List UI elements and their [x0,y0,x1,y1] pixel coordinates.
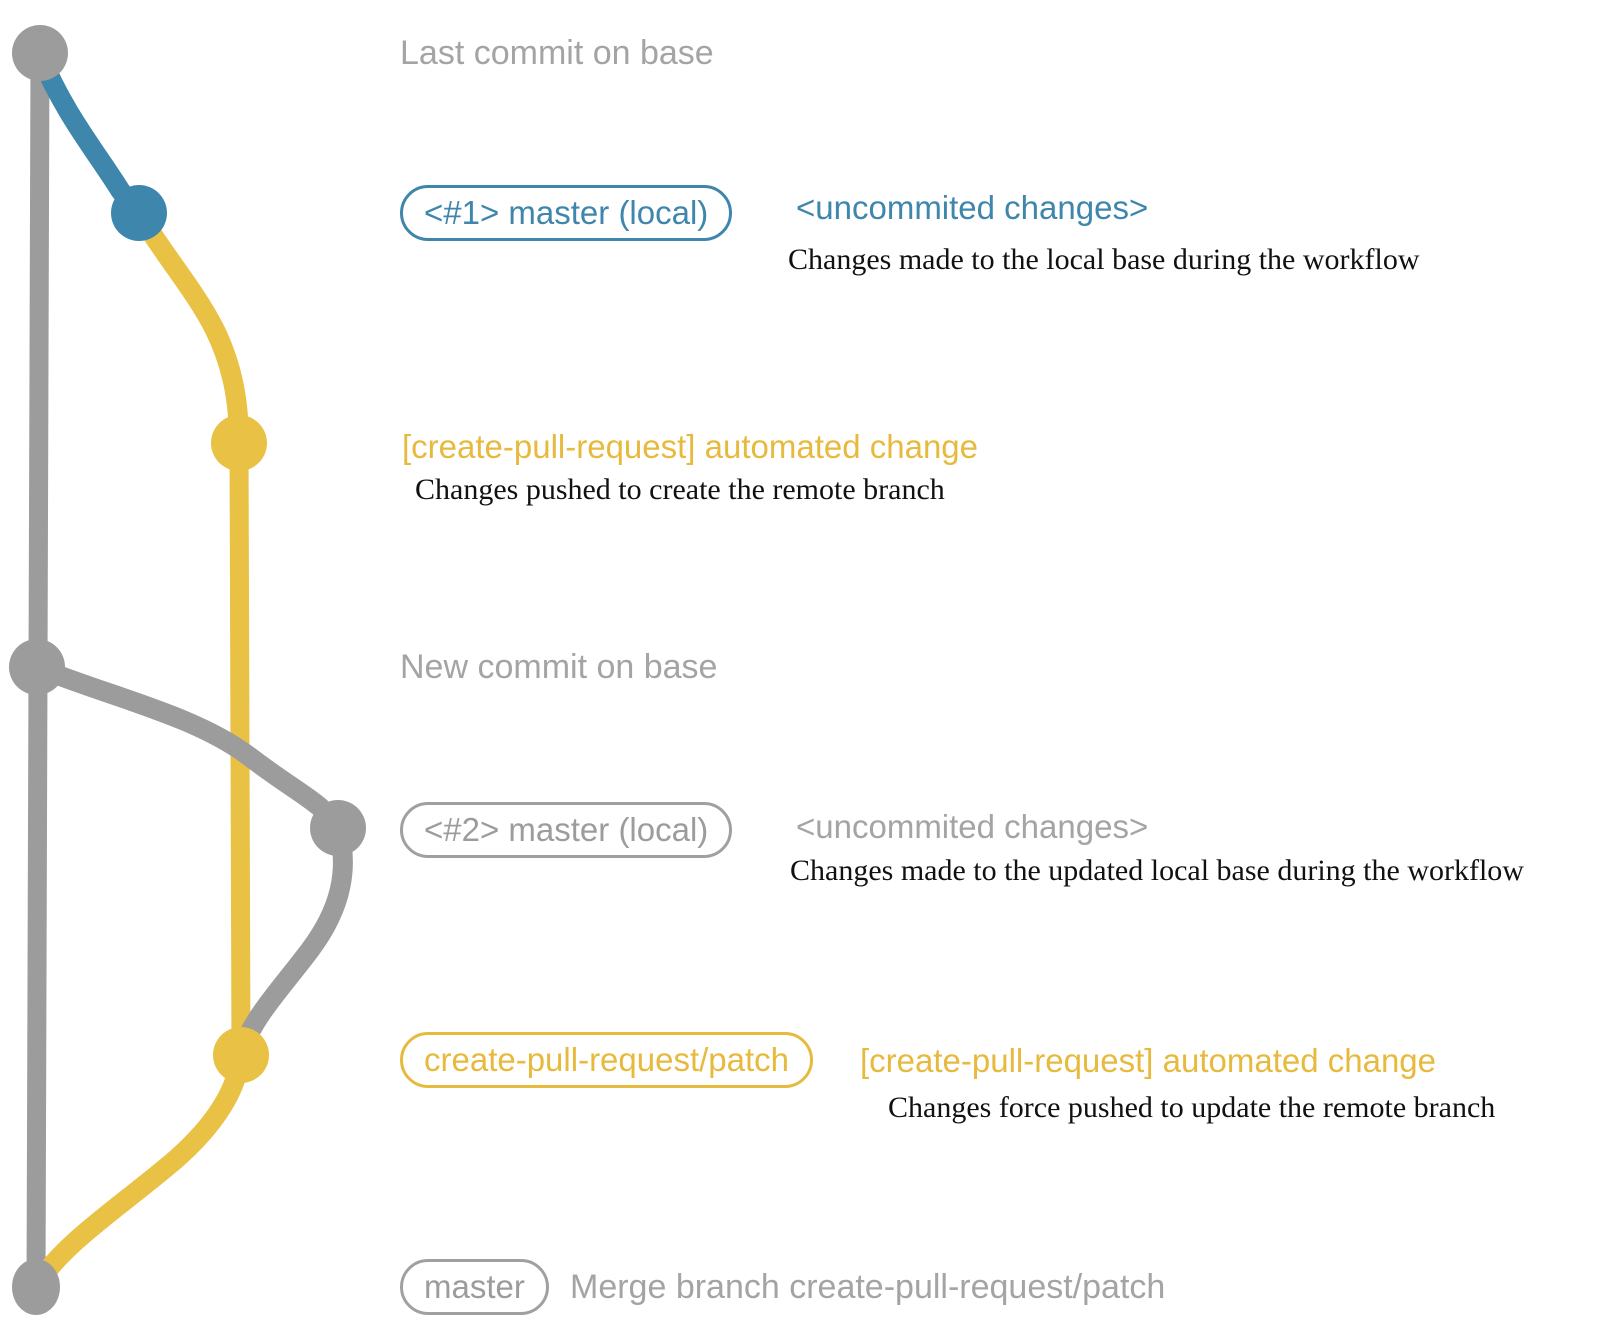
ref-label-master: master [400,1259,549,1315]
commit-dot-last-base [12,25,68,81]
patch-branch-curve-top [129,203,249,453]
commit-subject-uncommitted-1: <uncommited changes> [796,189,1149,226]
commit-subject-automated-1: [create-pull-request] automated change [402,428,979,465]
commit-description-4: Changes made to the updated local base d… [790,854,1524,887]
commit-dot-uncommitted-1 [111,185,167,241]
commit-description-1: Changes made to the local base during th… [788,243,1420,276]
note-last-commit-on-base: Last commit on base [400,34,714,72]
commit-dot-automated-change-2 [213,1027,269,1083]
commit-graph [9,25,366,1315]
commit-dot-automated-change-1 [211,415,267,471]
commit-dot-new-base [9,639,65,695]
commit-dot-uncommitted-2 [310,800,366,856]
local-master-2-curve-back [231,818,353,1065]
ref-label-create-pull-request-patch: create-pull-request/patch [400,1032,814,1088]
commit-subject-automated-2: [create-pull-request] automated change [860,1042,1437,1079]
commit-subject-merge: Merge branch create-pull-request/patch [570,1268,1166,1306]
commit-subject-uncommitted-2: <uncommited changes> [796,808,1149,845]
note-new-commit-on-base: New commit on base [400,648,718,686]
commit-description-2: Changes pushed to create the remote bran… [415,473,945,506]
ref-label-master-local-2: <#2> master (local) [400,802,733,858]
commit-dot-merge [12,1259,60,1315]
patch-branch-merge-curve [26,1045,251,1297]
ref-label-master-local-1: <#1> master (local) [400,185,733,241]
local-master-2-curve-out [27,657,348,838]
commit-description-5: Changes force pushed to update the remot… [888,1091,1496,1124]
